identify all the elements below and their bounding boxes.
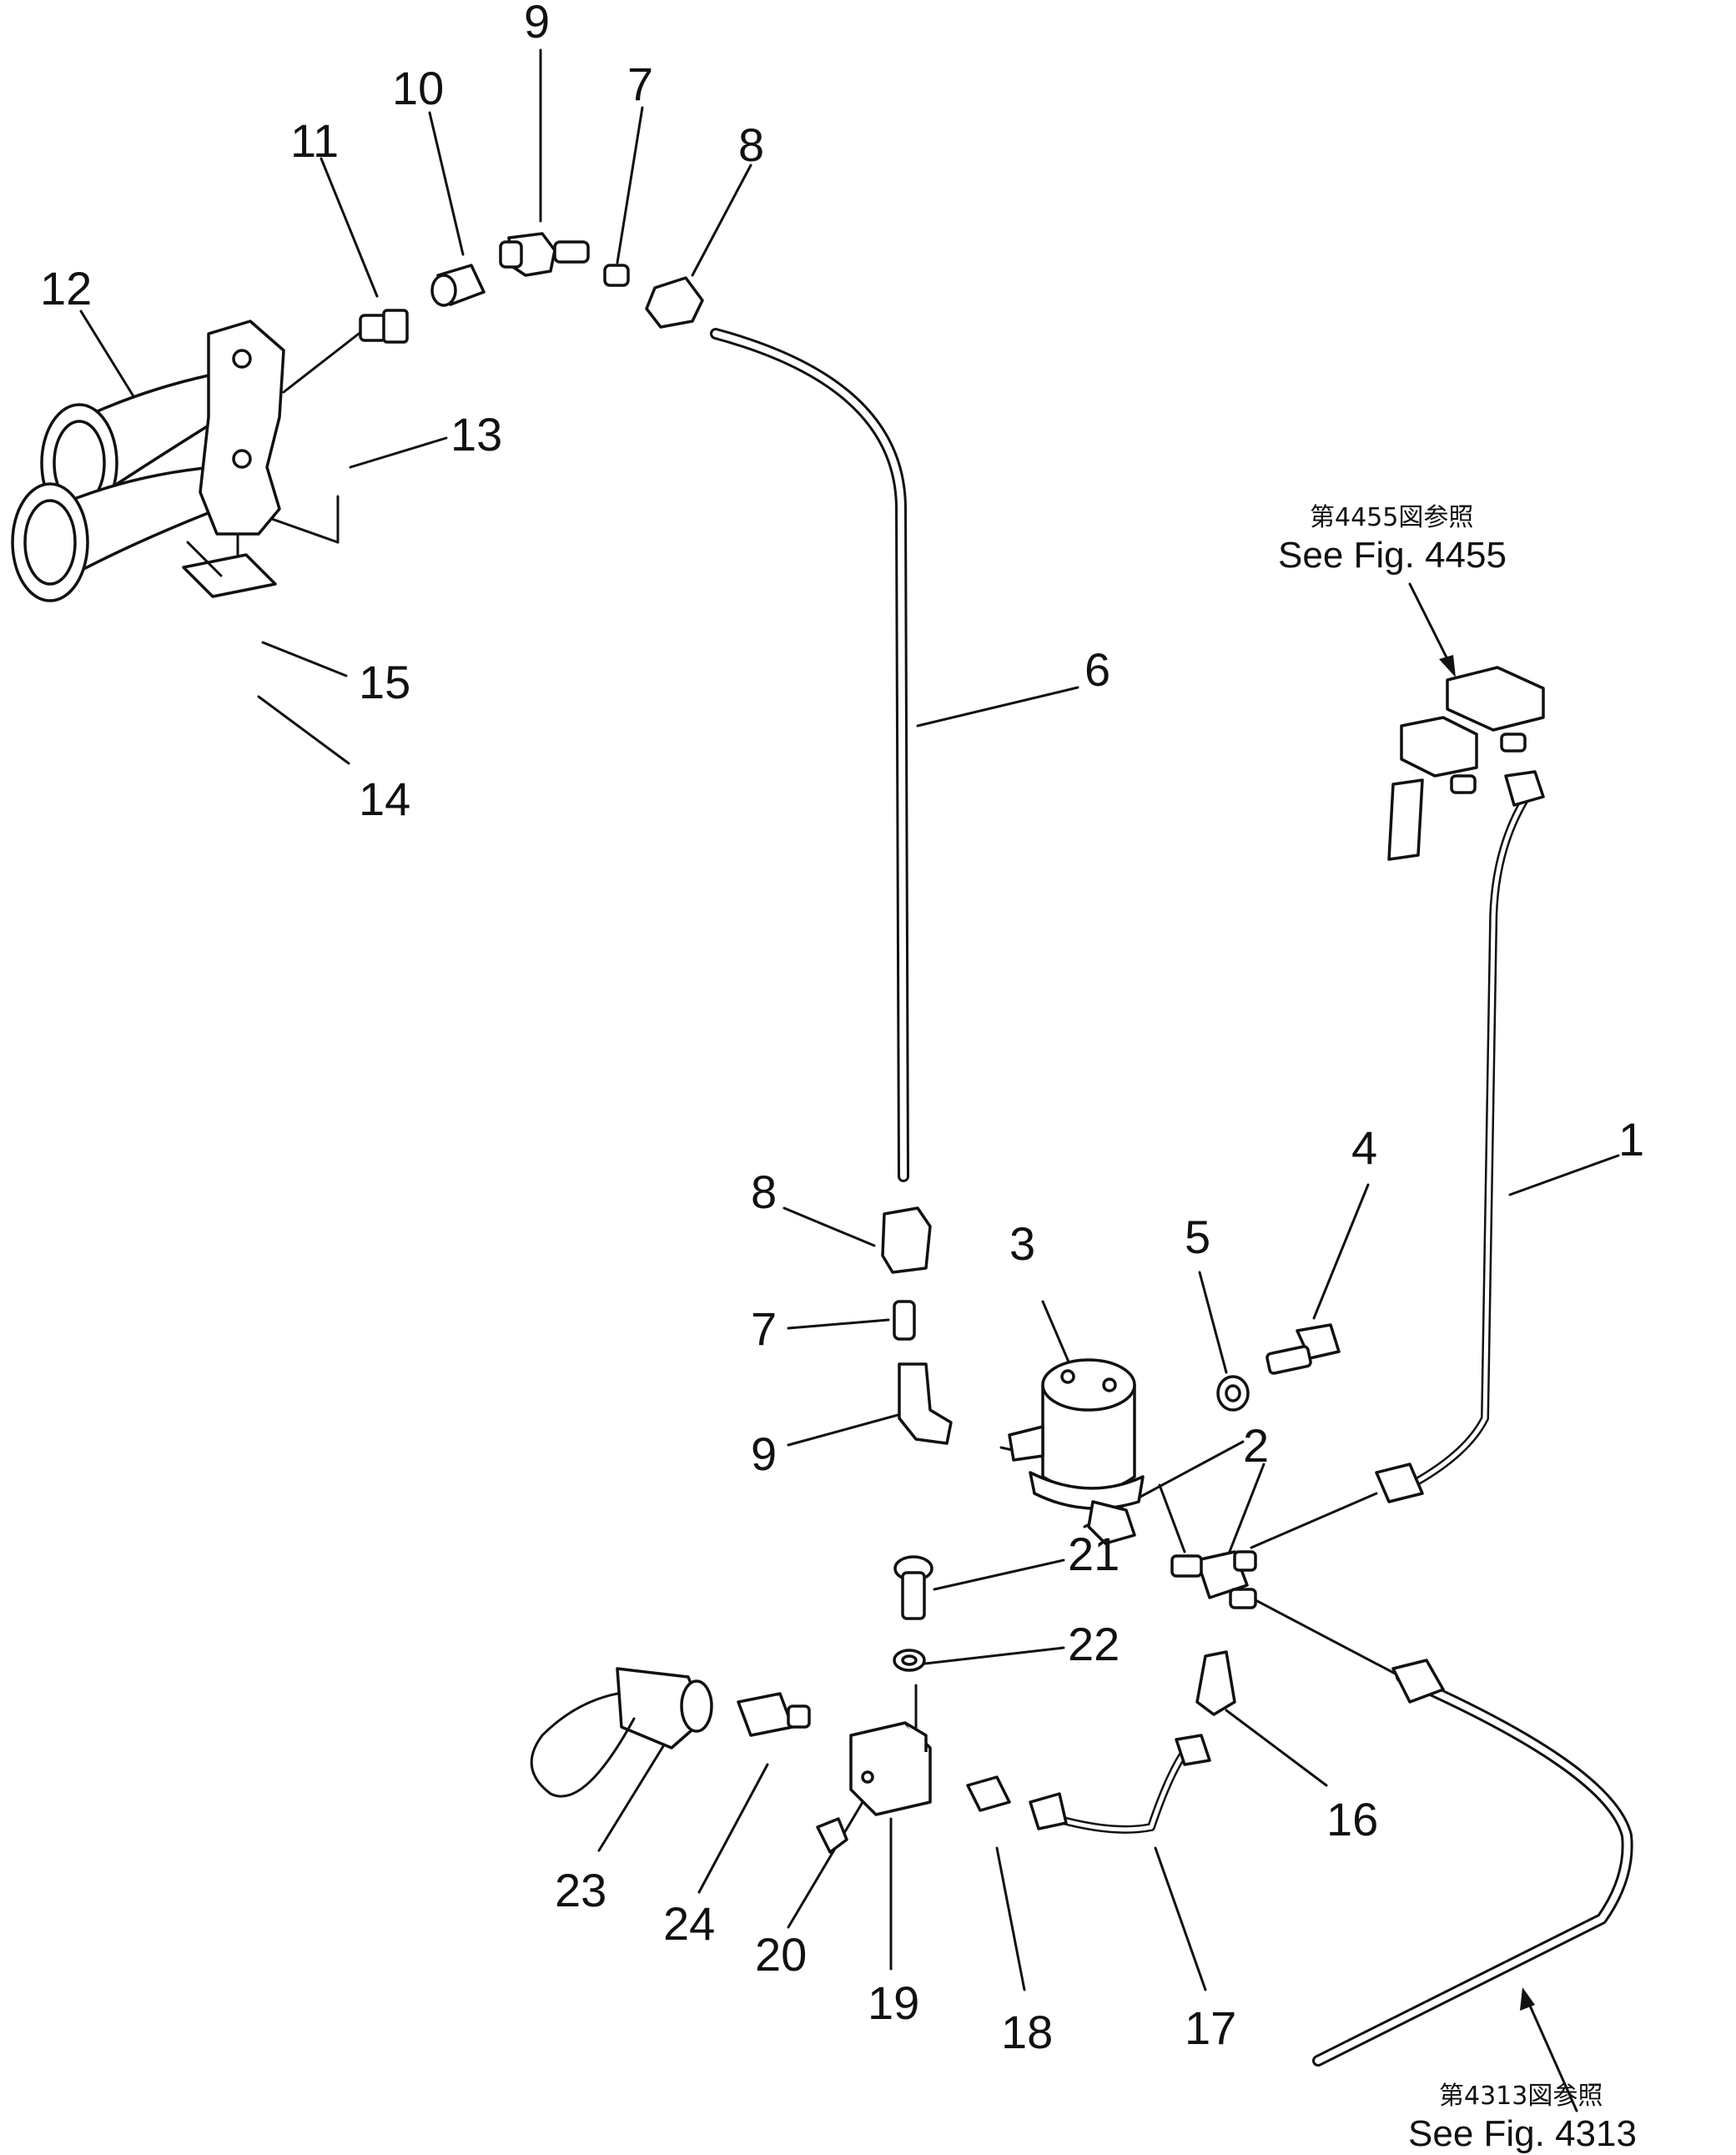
callout-11: 11 (290, 114, 339, 167)
tube-4313 (1312, 1659, 1633, 2067)
callout-12: 12 (40, 262, 92, 315)
callout-15: 15 (359, 656, 410, 708)
callout-2: 2 (1243, 1419, 1269, 1472)
reference-4313-jp: 第4313図参照 (1439, 2082, 1603, 2111)
callout-22: 22 (1068, 1618, 1120, 1670)
callout-16: 16 (1326, 1793, 1378, 1845)
air-horn-assembly (11, 320, 285, 602)
arrow-head-4313 (1520, 1987, 1535, 2011)
reference-arrows (1408, 582, 1578, 2112)
callout-23: 23 (555, 1864, 606, 1916)
callout-13: 13 (450, 408, 502, 461)
valve-block-4455 (1387, 666, 1545, 861)
arrow-head-4455 (1439, 655, 1456, 677)
callout-9-top: 9 (524, 0, 550, 48)
callout-7-lower: 7 (751, 1302, 777, 1355)
callout-24: 24 (663, 1897, 715, 1950)
callout-labels: 1 2 3 4 5 6 7 7 8 8 9 9 10 11 12 13 14 1… (40, 0, 1644, 2058)
callout-3: 3 (1009, 1217, 1035, 1270)
callout-18: 18 (1001, 2006, 1053, 2058)
callout-19: 19 (868, 1976, 919, 2029)
callout-4: 4 (1351, 1121, 1377, 1174)
callout-6: 6 (1084, 643, 1110, 696)
callout-5: 5 (1185, 1211, 1210, 1263)
reference-4313-en: See Fig. 4313 (1408, 2113, 1637, 2154)
reference-fig-4455: 第4455図参照 See Fig. 4455 (1278, 503, 1507, 576)
reference-4455-en: See Fig. 4455 (1278, 535, 1507, 576)
callout-9-lower: 9 (751, 1427, 777, 1480)
fittings-middle (881, 1206, 1341, 1609)
callout-20: 20 (755, 1928, 807, 1981)
callout-7-top: 7 (627, 58, 653, 110)
callout-1: 1 (1618, 1113, 1644, 1166)
reference-4455-jp: 第4455図参照 (1310, 503, 1473, 532)
fittings-top (359, 232, 704, 344)
callout-10: 10 (392, 62, 444, 114)
callout-8-lower: 8 (751, 1166, 777, 1218)
tube-1 (1375, 770, 1545, 1503)
callout-14: 14 (359, 773, 410, 825)
callout-8-top: 8 (738, 118, 764, 171)
callout-17: 17 (1185, 2001, 1236, 2054)
leader-lines (79, 48, 1620, 1991)
reference-fig-4313: 第4313図参照 See Fig. 4313 (1408, 2082, 1637, 2154)
callout-21: 21 (1068, 1528, 1120, 1580)
tube-6 (710, 328, 909, 1182)
fittings-bottom (530, 1555, 1236, 1854)
